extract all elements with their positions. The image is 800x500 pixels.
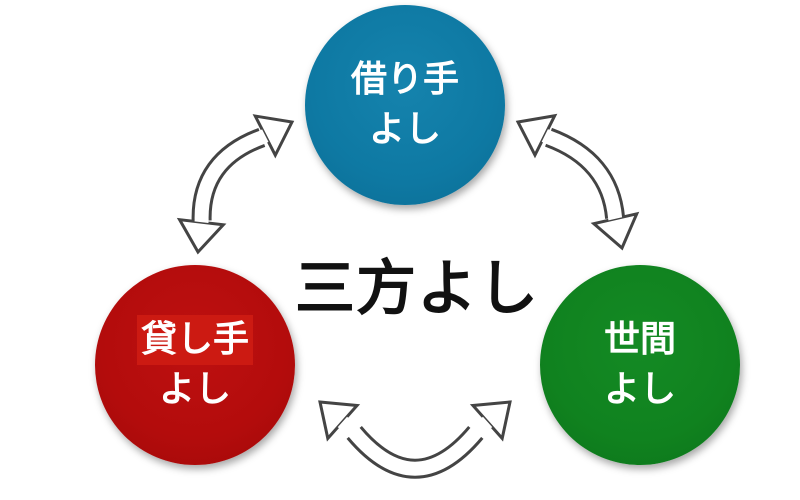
diagram-title: 三方よし bbox=[295, 254, 539, 324]
borrower-label-line2: よし bbox=[368, 109, 441, 150]
left-arrow-shaft-fill bbox=[194, 129, 269, 224]
bottom-arrow-shaft-fill bbox=[337, 416, 493, 476]
right-arrow-head-end bbox=[590, 211, 640, 251]
borrower-label-line1: 借り手 bbox=[350, 59, 459, 100]
left-arrow-head-end bbox=[176, 217, 227, 255]
lender-node: 貸し手 よし bbox=[95, 265, 295, 465]
borrower-node: 借り手 よし bbox=[305, 5, 505, 205]
lender-label-line1: 貸し手 bbox=[136, 315, 253, 365]
right-arrow-shaft-fill bbox=[541, 129, 623, 221]
lender-label-line2: よし bbox=[158, 369, 231, 410]
society-label-line2: よし bbox=[603, 369, 676, 410]
society-node: 世間 よし bbox=[540, 265, 740, 465]
society-label-line1: 世間 bbox=[603, 319, 676, 360]
